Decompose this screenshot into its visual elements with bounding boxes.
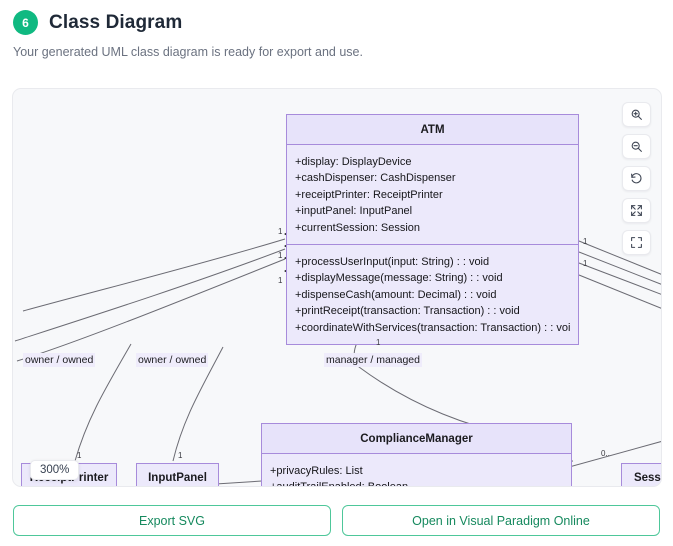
diagram-canvas[interactable]: ATM +display: DisplayDevice +cashDispens… bbox=[12, 88, 662, 487]
class-member: +displayMessage(message: String) : : voi… bbox=[295, 272, 503, 285]
class-member: +auditTrailEnabled: Boolean bbox=[270, 479, 563, 486]
class-box-inputpanel[interactable]: InputPanel bbox=[136, 463, 219, 486]
reset-icon bbox=[630, 172, 643, 185]
multiplicity-label: 1 bbox=[278, 227, 283, 236]
class-member: +printReceipt(transaction: Transaction) … bbox=[295, 305, 520, 318]
class-member: +display: DisplayDevice bbox=[295, 156, 412, 168]
fit-screen-icon bbox=[630, 204, 643, 217]
page-subtitle: Your generated UML class diagram is read… bbox=[13, 45, 363, 59]
class-box-session[interactable]: Session bbox=[621, 463, 661, 486]
zoom-level-badge: 300% bbox=[30, 460, 80, 480]
class-box-compliancemanager[interactable]: ComplianceManager +privacyRules: List +a… bbox=[261, 423, 572, 486]
class-member: +cashDispenser: CashDispenser bbox=[295, 172, 456, 185]
class-name-inputpanel: InputPanel bbox=[137, 464, 218, 486]
class-member: +privacyRules: List bbox=[270, 465, 363, 477]
fullscreen-button[interactable] bbox=[622, 230, 651, 255]
edge-label-owner-owned-1: owner / owned bbox=[23, 353, 96, 367]
multiplicity-label: 1 bbox=[376, 338, 381, 347]
class-box-atm[interactable]: ATM +display: DisplayDevice +cashDispens… bbox=[286, 114, 579, 346]
step-header-row: 6 Class Diagram bbox=[0, 0, 673, 35]
zoom-in-icon bbox=[630, 108, 643, 121]
zoom-in-button[interactable] bbox=[622, 102, 651, 127]
multiplicity-label: 1 bbox=[178, 451, 183, 460]
class-name-compliancemanager: ComplianceManager bbox=[262, 424, 571, 454]
class-member: +processUserInput(input: String) : : voi… bbox=[295, 256, 490, 269]
multiplicity-label: 1 bbox=[278, 276, 283, 285]
footer-button-row: Export SVG Open in Visual Paradigm Onlin… bbox=[0, 497, 673, 536]
page-header: 6 Class Diagram Your generated UML class… bbox=[0, 0, 673, 74]
class-name-atm: ATM bbox=[287, 115, 578, 145]
zoom-out-icon bbox=[630, 140, 643, 153]
class-name-session: Session bbox=[622, 464, 661, 486]
open-visual-paradigm-online-button[interactable]: Open in Visual Paradigm Online bbox=[342, 505, 660, 536]
multiplicity-label: 1 bbox=[583, 259, 588, 268]
multiplicity-label: 1 bbox=[278, 251, 283, 260]
edge-label-manager-managed: manager / managed bbox=[324, 353, 422, 367]
multiplicity-label: 1 bbox=[583, 237, 588, 246]
class-member: +coordinateWithServices(transaction: Tra… bbox=[295, 321, 570, 334]
page-title: Class Diagram bbox=[49, 11, 183, 33]
class-attributes-compliancemanager: +privacyRules: List +auditTrailEnabled: … bbox=[262, 454, 571, 486]
fit-screen-button[interactable] bbox=[622, 198, 651, 223]
multiplicity-label: 0.. bbox=[601, 449, 610, 458]
export-svg-button[interactable]: Export SVG bbox=[13, 505, 331, 536]
reset-view-button[interactable] bbox=[622, 166, 651, 191]
class-attributes-atm: +display: DisplayDevice +cashDispenser: … bbox=[287, 145, 578, 244]
multiplicity-label: 1 bbox=[77, 451, 82, 460]
edge-label-owner-owned-2: owner / owned bbox=[136, 353, 209, 367]
fullscreen-icon bbox=[630, 236, 643, 249]
class-member: +currentSession: Session bbox=[295, 221, 421, 234]
class-member: +dispenseCash(amount: Decimal) : : void bbox=[295, 288, 497, 301]
class-member: +inputPanel: InputPanel bbox=[295, 205, 413, 218]
diagram-viewport[interactable]: ATM +display: DisplayDevice +cashDispens… bbox=[13, 89, 661, 486]
canvas-toolbar bbox=[622, 102, 651, 255]
zoom-out-button[interactable] bbox=[622, 134, 651, 159]
action-footer: Export SVG Open in Visual Paradigm Onlin… bbox=[0, 497, 673, 546]
class-member: +receiptPrinter: ReceiptPrinter bbox=[295, 188, 443, 201]
class-methods-atm: +processUserInput(input: String) : : voi… bbox=[287, 244, 578, 344]
step-number-badge: 6 bbox=[13, 10, 38, 35]
